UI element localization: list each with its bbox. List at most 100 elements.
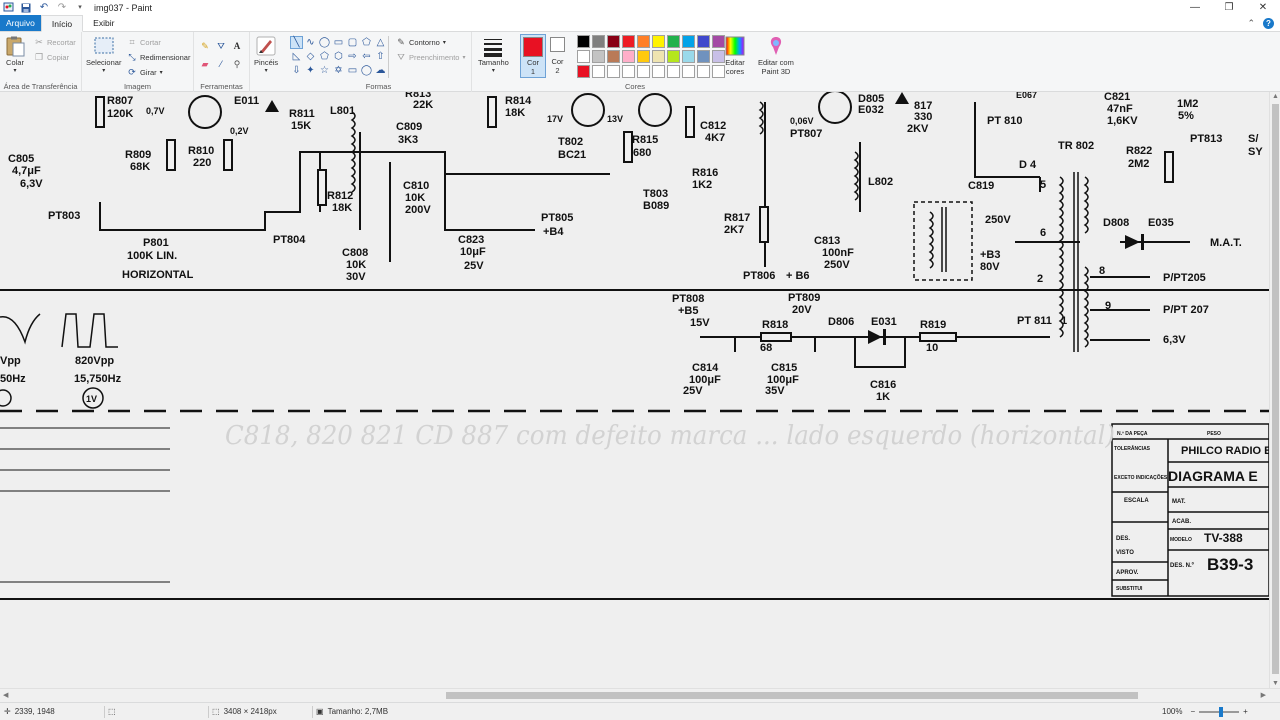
vertical-scrollbar[interactable]: ▲ ▼	[1269, 92, 1280, 688]
hexagon-shape-icon[interactable]: ⬡	[334, 51, 343, 62]
rectangle-shape-icon[interactable]: ▭	[333, 37, 344, 48]
paste-button[interactable]: Colar ▾	[4, 35, 26, 75]
up-arrow-shape-icon[interactable]: ⇧	[376, 51, 385, 62]
cut-button[interactable]: ✂ Recortar	[35, 37, 76, 47]
save-icon[interactable]	[20, 2, 32, 14]
select-button[interactable]: Selecionar ▾	[86, 35, 121, 75]
palette-swatch-r1-5[interactable]	[637, 35, 650, 48]
tab-exibir[interactable]: Exibir	[93, 18, 115, 28]
scroll-down-icon[interactable]: ▼	[1272, 680, 1279, 687]
collapse-ribbon-icon[interactable]: ⌃	[1247, 17, 1255, 28]
pencil-icon[interactable]: ✎	[201, 41, 209, 51]
edit-with-paint3d-button[interactable]: Editar com Paint 3D	[758, 35, 794, 76]
schematic-image[interactable]: R807 120K 0,7V E011 R811 15K L801 R813 2…	[0, 92, 1269, 688]
redo-icon[interactable]: ↷	[57, 1, 67, 13]
canvas-area[interactable]: R807 120K 0,7V E011 R811 15K L801 R813 2…	[0, 92, 1269, 688]
down-arrow-shape-icon[interactable]: ⇩	[292, 65, 301, 76]
diamond-shape-icon[interactable]: ◇	[306, 51, 315, 62]
left-arrow-shape-icon[interactable]: ⇦	[362, 51, 371, 62]
palette-swatch-r2-7[interactable]	[667, 50, 680, 63]
maximize-button[interactable]: ❐	[1224, 2, 1234, 13]
copy-button[interactable]: ❐ Copiar	[34, 52, 70, 62]
oval-shape-icon[interactable]: ◯	[318, 37, 331, 48]
label-100nf: 100nF	[822, 247, 854, 259]
fill-dropdown[interactable]: ⛛ Preenchimento ▾	[397, 52, 466, 62]
palette-swatch-r3-5[interactable]	[637, 65, 650, 78]
palette-swatch-r3-1[interactable]	[577, 65, 590, 78]
minimize-button[interactable]: —	[1190, 2, 1200, 13]
palette-swatch-r2-9[interactable]	[697, 50, 710, 63]
brushes-button[interactable]: Pincéis ▾	[254, 35, 278, 75]
polygon-shape-icon[interactable]: ⬠	[362, 37, 371, 48]
resize-button[interactable]: ⤡ Redimensionar	[128, 52, 191, 62]
scroll-right-icon[interactable]: ▶	[1260, 692, 1266, 699]
five-point-star-shape-icon[interactable]: ☆	[320, 65, 329, 76]
tab-inicio[interactable]: Início	[40, 15, 84, 32]
palette-swatch-r2-10[interactable]	[712, 50, 725, 63]
pentagon-shape-icon[interactable]: ⬠	[320, 51, 329, 62]
customize-toolbar-icon[interactable]: ▾	[78, 4, 82, 11]
palette-swatch-r2-2[interactable]	[592, 50, 605, 63]
zoom-slider[interactable]	[1199, 706, 1240, 717]
palette-swatch-r1-9[interactable]	[697, 35, 710, 48]
right-triangle-shape-icon[interactable]: ◺	[292, 51, 301, 62]
palette-swatch-r1-7[interactable]	[667, 35, 680, 48]
text-icon[interactable]: A	[233, 41, 241, 51]
palette-swatch-r2-4[interactable]	[622, 50, 635, 63]
tab-arquivo[interactable]: Arquivo	[0, 15, 41, 31]
vertical-scroll-thumb[interactable]	[1272, 104, 1279, 674]
palette-swatch-r1-3[interactable]	[607, 35, 620, 48]
fill-bucket-icon[interactable]: ⛛	[217, 41, 225, 51]
rotate-button[interactable]: ⟳ Girar ▾	[128, 67, 163, 77]
triangle-shape-icon[interactable]: △	[376, 37, 385, 48]
palette-swatch-r3-3[interactable]	[607, 65, 620, 78]
palette-swatch-r3-7[interactable]	[667, 65, 680, 78]
color-picker-icon[interactable]: ⁄	[220, 59, 222, 69]
palette-swatch-r3-9[interactable]	[697, 65, 710, 78]
help-icon[interactable]: ?	[1263, 17, 1274, 29]
palette-swatch-r3-2[interactable]	[592, 65, 605, 78]
color-1-button[interactable]: Cor 1	[520, 34, 546, 79]
paint-app-icon[interactable]	[2, 2, 14, 14]
scroll-left-icon[interactable]: ◀	[3, 692, 9, 699]
zoom-slider-thumb[interactable]	[1218, 706, 1223, 717]
palette-swatch-r3-10[interactable]	[712, 65, 725, 78]
outline-dropdown[interactable]: ✎ Contorno ▾	[397, 37, 446, 47]
curve-shape-icon[interactable]: ∿	[306, 37, 315, 48]
palette-swatch-r2-1[interactable]	[577, 50, 590, 63]
palette-swatch-r2-5[interactable]	[637, 50, 650, 63]
four-point-star-shape-icon[interactable]: ✦	[306, 65, 315, 76]
palette-swatch-r3-6[interactable]	[652, 65, 665, 78]
undo-icon[interactable]: ↶	[39, 1, 49, 13]
horizontal-scrollbar[interactable]: ◀ ▶	[0, 688, 1280, 702]
palette-swatch-r1-1[interactable]	[577, 35, 590, 48]
palette-swatch-r2-8[interactable]	[682, 50, 695, 63]
magnifier-icon[interactable]: ⚲	[233, 59, 241, 69]
edit-colors-button[interactable]: Editar cores	[724, 35, 746, 76]
palette-swatch-r2-6[interactable]	[652, 50, 665, 63]
rounded-rectangle-shape-icon[interactable]: ▢	[347, 37, 358, 48]
horizontal-scroll-thumb[interactable]	[446, 692, 1138, 699]
palette-swatch-r2-3[interactable]	[607, 50, 620, 63]
palette-swatch-r1-4[interactable]	[622, 35, 635, 48]
close-button[interactable]: ✕	[1258, 2, 1268, 13]
zoom-out-icon[interactable]: −	[1190, 707, 1196, 716]
zoom-in-icon[interactable]: +	[1243, 707, 1248, 716]
palette-swatch-r3-8[interactable]	[682, 65, 695, 78]
palette-swatch-r1-8[interactable]	[682, 35, 695, 48]
palette-swatch-r1-10[interactable]	[712, 35, 725, 48]
eraser-icon[interactable]: ▰	[201, 59, 209, 69]
scroll-up-icon[interactable]: ▲	[1272, 93, 1279, 100]
palette-swatch-r1-6[interactable]	[652, 35, 665, 48]
palette-swatch-r3-4[interactable]	[622, 65, 635, 78]
callout-rect-shape-icon[interactable]: ▭	[347, 65, 358, 76]
line-shape-icon[interactable]: ╲	[290, 36, 303, 49]
color-2-button[interactable]: Cor 2	[550, 37, 565, 75]
crop-button[interactable]: ⌗ Cortar	[127, 36, 160, 48]
callout-cloud-shape-icon[interactable]: ☁	[375, 65, 386, 76]
six-point-star-shape-icon[interactable]: ✡	[334, 65, 343, 76]
palette-swatch-r1-2[interactable]	[592, 35, 605, 48]
right-arrow-shape-icon[interactable]: ⇨	[348, 51, 357, 62]
callout-oval-shape-icon[interactable]: ◯	[360, 65, 373, 76]
size-button[interactable]: Tamanho ▾	[478, 35, 509, 75]
